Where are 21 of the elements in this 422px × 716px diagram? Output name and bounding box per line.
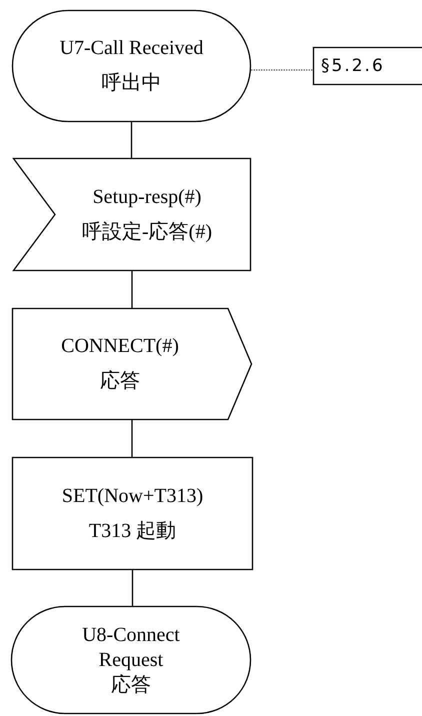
node-label: SET(Now+T313) [62,484,204,508]
node-sublabel: 呼出中 [102,71,162,96]
connector-line [130,122,132,158]
node-label: U8-Connect Request [81,622,181,672]
connector-line [131,420,133,457]
output-signal-symbol [12,308,252,420]
task-box [12,457,253,570]
connector-line [132,570,134,606]
node-label: Setup-resp(#) [92,184,202,210]
state-symbol [11,606,251,714]
reference-box [313,47,422,85]
node-label: CONNECT(#) [61,334,179,359]
node-sublabel: 応答 [100,369,140,394]
connector-line [131,271,133,308]
node-label: §5.2.6 [321,54,385,78]
node-label: U7-Call Received [60,36,204,61]
node-sublabel: T313 起動 [88,518,176,544]
node-sublabel: 呼設定-応答(#) [82,220,212,244]
state-symbol [12,10,251,122]
input-signal-symbol [13,158,251,271]
node-sublabel: 応答 [111,672,151,698]
